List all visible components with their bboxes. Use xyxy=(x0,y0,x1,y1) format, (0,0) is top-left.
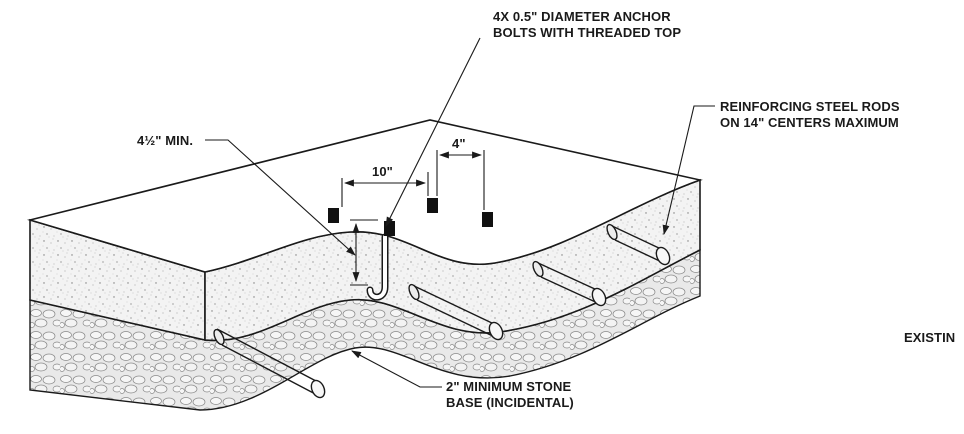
anchor-bolt-top-1 xyxy=(328,208,339,223)
leader-stone-base xyxy=(351,350,442,388)
label-min-depth: 4½" MIN. xyxy=(137,133,194,148)
dimension-4in xyxy=(436,150,485,210)
label-stone-base-line2: BASE (INCIDENTAL) xyxy=(446,395,574,410)
label-dim-10in: 10" xyxy=(372,164,393,179)
dimension-min-depth xyxy=(350,219,378,286)
label-stone-base-line1: 2" MINIMUM STONE xyxy=(446,379,572,394)
leader-anchor-bolts xyxy=(385,37,481,227)
reinforcing-rod-4 xyxy=(606,223,671,266)
label-reinforcing-line1: REINFORCING STEEL RODS xyxy=(720,99,900,114)
reinforcing-rod-2 xyxy=(408,283,504,341)
reinforcing-rod-1 xyxy=(213,328,326,399)
label-existing: EXISTIN xyxy=(904,330,956,345)
anchor-bolt-top-3 xyxy=(427,198,438,213)
anchor-bolt-hook-inner xyxy=(368,235,387,300)
anchor-bolt-top-4 xyxy=(482,212,493,227)
concrete-slab-top-surface xyxy=(26,119,703,273)
reinforcing-rods xyxy=(213,223,671,399)
anchor-bolt-top-2 xyxy=(384,221,395,236)
leader-reinforcing xyxy=(662,105,715,235)
label-reinforcing-line2: ON 14" CENTERS MAXIMUM xyxy=(720,115,899,130)
label-anchor-bolts-line2: BOLTS WITH THREADED TOP xyxy=(493,25,682,40)
anchor-bolt-tops xyxy=(328,198,493,236)
leader-min-depth xyxy=(205,139,356,256)
label-anchor-bolts-line1: 4X 0.5" DIAMETER ANCHOR xyxy=(493,9,671,24)
dimension-10in xyxy=(341,172,429,207)
leader-lines xyxy=(205,37,715,388)
label-dim-4in: 4" xyxy=(452,136,466,151)
reinforcing-rod-3 xyxy=(532,260,607,307)
